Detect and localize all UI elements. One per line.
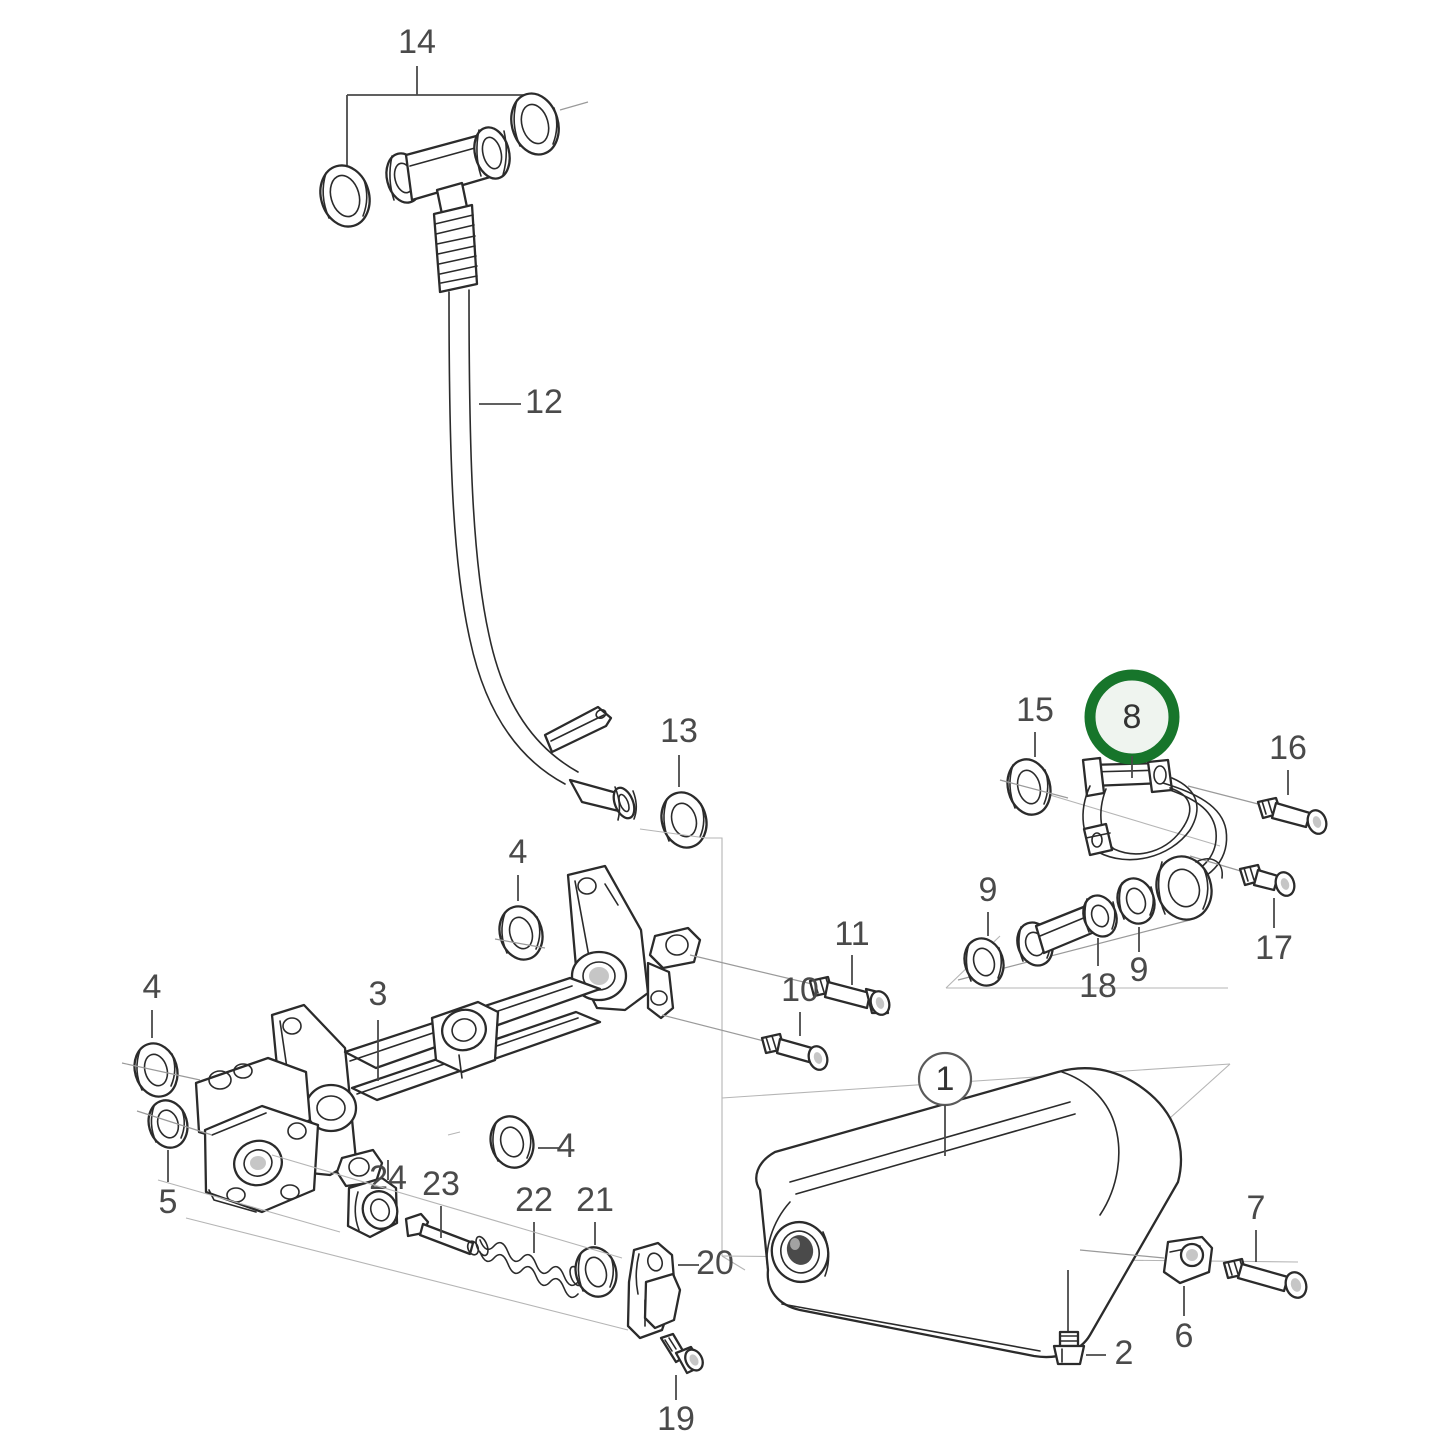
part-flange-bolt-19 (659, 1332, 704, 1375)
label-21: 21 (576, 1181, 614, 1219)
part-o-ring-15 (999, 758, 1069, 816)
t-pipe-right-collar (473, 126, 511, 180)
label-5: 5 (159, 1183, 178, 1221)
construction-lines-bottom (157, 1131, 629, 1331)
pipe-end-connector (568, 778, 638, 821)
part-hex-bolt-10 (661, 1014, 829, 1071)
sleeve-right-collar (1082, 894, 1118, 938)
part-pin-shaft-23 (404, 1212, 480, 1256)
part-connector-assembly (957, 855, 1223, 987)
o-ring-9-left (963, 937, 1005, 987)
label-24: 24 (369, 1159, 407, 1197)
part-hex-bolt-17 (1189, 855, 1296, 897)
part-hose-clamp-bracket-8 (1081, 756, 1228, 885)
part-o-ring-4-upper (494, 905, 546, 961)
label-1: 1 (936, 1060, 955, 1098)
label-18: 18 (1079, 967, 1117, 1005)
bracket-middle-boss (430, 1000, 500, 1079)
part-hex-bolt-16 (1187, 785, 1328, 835)
part-retaining-clip-6 (1079, 1235, 1214, 1285)
label-16: 16 (1269, 729, 1307, 767)
bracket-left-body-block (194, 1056, 320, 1214)
label-23: 23 (422, 1165, 460, 1203)
label-2: 2 (1115, 1334, 1134, 1372)
corrugated-hose-section (432, 203, 479, 294)
label-6: 6 (1175, 1317, 1194, 1355)
label-4-mid: 4 (557, 1127, 576, 1165)
callout-circle-8-highlighted[interactable] (1084, 669, 1180, 778)
part-drain-plug-2 (1052, 1270, 1086, 1366)
part-o-ring-4-left (121, 1042, 201, 1098)
o-ring-right-14 (510, 92, 560, 156)
part-curved-pipe-tube (448, 289, 638, 821)
label-8: 8 (1123, 698, 1142, 736)
part-o-ring-5 (136, 1099, 213, 1149)
label-3: 3 (369, 975, 388, 1013)
label-10: 10 (781, 971, 819, 1009)
connector-end-hub (1155, 855, 1223, 921)
part-valve-lever-bracket-20 (626, 1241, 682, 1340)
construction-lines-left (639, 828, 746, 1271)
o-ring-left-14 (319, 164, 371, 228)
o-ring-9-right (1116, 877, 1156, 925)
label-19: 19 (657, 1400, 695, 1438)
label-17: 17 (1255, 929, 1293, 967)
label-12: 12 (525, 383, 563, 421)
label-4-left: 4 (143, 968, 162, 1006)
label-22: 22 (515, 1181, 553, 1219)
label-4-upper: 4 (509, 833, 528, 871)
label-9-right: 9 (1130, 951, 1149, 989)
part-hex-flange-bolt-7 (1222, 1257, 1308, 1299)
label-14: 14 (398, 23, 436, 61)
part-o-ring-4-mid (489, 1115, 535, 1169)
part-mounting-bracket-rail (194, 864, 702, 1214)
label-13: 13 (660, 712, 698, 750)
label-15: 15 (1016, 691, 1054, 729)
tank-inlet-flange (770, 1220, 830, 1284)
part-hex-bolt-11 (689, 954, 891, 1016)
label-9-left: 9 (979, 871, 998, 909)
callout-circle-1[interactable] (917, 1051, 973, 1156)
bracket-right-lug (646, 926, 702, 1020)
label-20: 20 (696, 1244, 734, 1282)
part-bushing-cap-24 (346, 1176, 399, 1239)
label-11: 11 (834, 915, 869, 953)
part-tank-muffler-body (721, 1063, 1299, 1359)
part-t-fitting-assembly (319, 92, 589, 294)
label-7: 7 (1247, 1189, 1266, 1227)
